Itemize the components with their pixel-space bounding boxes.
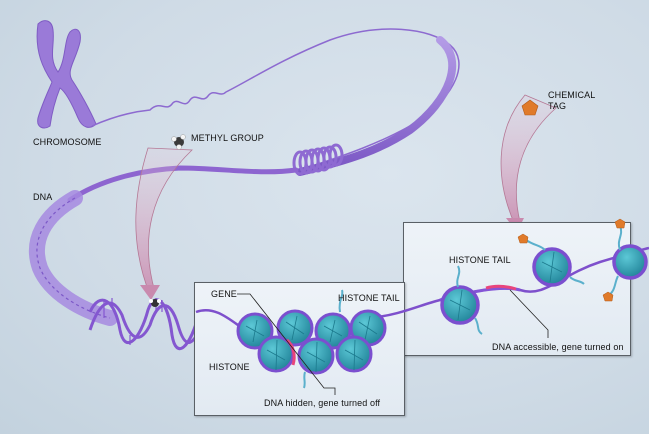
histone <box>532 247 572 287</box>
histone-tail <box>456 265 461 288</box>
histone-tail <box>569 276 585 285</box>
methyl-group-label: METHYL GROUP <box>191 133 264 143</box>
gene-label: GENE <box>211 289 237 299</box>
histone <box>297 337 335 375</box>
histone <box>440 285 480 325</box>
histone-tail <box>474 317 483 335</box>
histone-tail-label-left: HISTONE TAIL <box>338 293 400 303</box>
histone-tail-label-right: HISTONE TAIL <box>449 255 511 265</box>
methyl-arrowhead <box>140 285 160 300</box>
chemical-tag-icon <box>517 233 529 244</box>
histone-tail <box>525 239 546 251</box>
histone-label: HISTONE <box>209 362 250 372</box>
histone <box>236 312 274 350</box>
chemical-tag-icon <box>602 291 614 302</box>
methyl-on-dna-icon <box>149 299 161 307</box>
histone-tail <box>338 289 344 313</box>
nucleosomes-compact <box>236 289 387 389</box>
chromatin-coil <box>292 143 344 176</box>
histone-tail <box>617 225 623 251</box>
histone <box>257 335 295 373</box>
histone <box>612 244 648 280</box>
histone <box>276 309 314 347</box>
chemical-tag-icon <box>521 99 539 116</box>
dna-coil-texture <box>36 197 111 319</box>
chromatin-strand <box>67 165 299 203</box>
chemical-tag-label-line1: CHEMICAL <box>548 90 596 100</box>
methyl-group-icon <box>171 134 186 150</box>
gene-segment-hidden <box>285 338 296 366</box>
histone-tail <box>303 371 306 389</box>
nucleosomes-open <box>440 218 648 335</box>
chemical-tag-label: CHEMICAL TAG <box>548 90 595 112</box>
chemical-tag-icon <box>614 218 626 229</box>
dna-label: DNA <box>33 192 53 202</box>
gene-segment-accessible <box>485 284 517 291</box>
dna-accessible-caption: DNA accessible, gene turned on <box>492 342 624 352</box>
chromosome-label: CHROMOSOME <box>33 137 102 147</box>
histone <box>335 335 373 373</box>
dna-hidden-caption: DNA hidden, gene turned off <box>264 398 381 408</box>
chemical-tag-label-line2: TAG <box>548 101 567 111</box>
leader-lines <box>237 289 549 395</box>
